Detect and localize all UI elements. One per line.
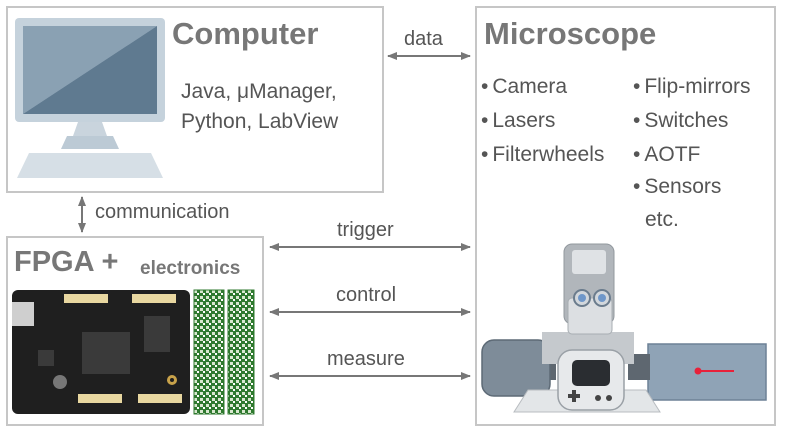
pcb-connector-top-left (64, 294, 108, 303)
pcb-battery (53, 375, 67, 389)
measure-label: measure (327, 348, 405, 370)
electronics-strip-right (227, 289, 255, 415)
electronics-strip-left (193, 289, 225, 415)
fpga-subtitle: electronics (140, 258, 241, 279)
camera-body (481, 339, 551, 397)
pcb-sma-center (170, 378, 174, 382)
eyepiece-right-lens (598, 294, 606, 302)
microscope-item-sensors: Sensors (633, 175, 721, 199)
electronics-boards-icon (193, 289, 255, 415)
microscope-display (572, 360, 610, 386)
microscope-item-camera: Camera (481, 75, 567, 99)
microscope-item-switches: Switches (633, 109, 728, 133)
computer-title: Computer (172, 16, 319, 51)
pcb-fpga-chip (82, 332, 130, 374)
computer-software-line2: Python, LabView (181, 110, 339, 133)
communication-label: communication (95, 201, 230, 223)
monitor-stand (17, 153, 163, 178)
dpad-horizontal (568, 394, 580, 398)
fpga-board-icon (12, 290, 190, 414)
laser-dot (694, 367, 702, 375)
microscope-item-lasers: Lasers (481, 109, 555, 133)
monitor-screen-dark (23, 26, 157, 114)
microscope-arm-window (572, 250, 606, 274)
computer-monitor-icon (15, 18, 165, 178)
microscope-item-filterwheels: Filterwheels (481, 143, 604, 167)
microscope-item-etc: etc. (645, 208, 679, 231)
pcb-connector-top-right (132, 294, 176, 303)
monitor-neck (73, 122, 107, 136)
eyepiece-left-lens (578, 294, 586, 302)
microscope-item-flip-mirrors: Flip-mirrors (633, 75, 750, 99)
fpga-title: FPGA + (14, 246, 119, 278)
monitor-neck-base (61, 136, 119, 149)
trigger-label: trigger (337, 219, 394, 241)
button-b (606, 395, 612, 401)
pcb-connector-bottom-left (78, 394, 122, 403)
pcb-chip-tiny (38, 350, 54, 366)
microscope-illustration (481, 243, 767, 413)
pcb-connector-bottom-right (138, 394, 182, 403)
pcb-chip-small (144, 316, 170, 352)
computer-software-line1: Java, μManager, (181, 80, 337, 103)
data-label: data (404, 28, 443, 50)
control-label: control (336, 284, 397, 306)
pcb-usb-port (12, 302, 34, 326)
button-a (595, 395, 601, 401)
microscope-item-aotf: AOTF (633, 143, 700, 167)
microscope-title: Microscope (484, 16, 657, 51)
